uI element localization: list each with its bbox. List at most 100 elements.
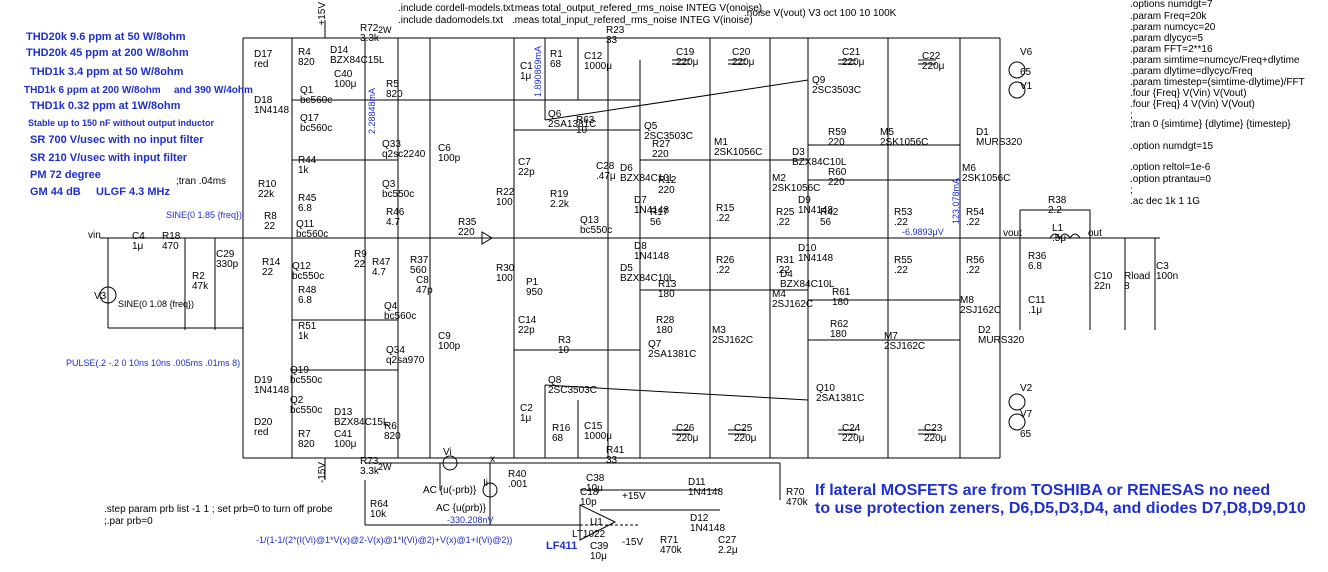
component-ref: R60 bbox=[828, 167, 847, 178]
component-r53: R53.22 bbox=[894, 208, 912, 228]
component-ref: M3 bbox=[712, 325, 726, 336]
component-ref: R30 bbox=[496, 263, 515, 274]
component-ref: R59 bbox=[828, 127, 847, 138]
component-ref: R40 bbox=[508, 469, 527, 480]
note-stable: Stable up to 150 nF without output induc… bbox=[28, 118, 214, 128]
directive-r14: .option ptrantau=0 bbox=[1130, 174, 1211, 185]
tran-note: ;tran .04ms bbox=[176, 176, 227, 187]
component-ref: Q4 bbox=[384, 301, 398, 312]
component-value: 100p bbox=[438, 341, 461, 352]
component-value: 22n bbox=[1094, 281, 1111, 292]
probe-formula: -1/(1-1/(2*(I(Vi)@1*V(x)@2-V(x)@1*I(Vi)@… bbox=[256, 535, 513, 545]
component-ref: D17 bbox=[254, 49, 273, 60]
meas-offset: -6.9893μV bbox=[902, 227, 944, 237]
component-value: 100n bbox=[1156, 271, 1179, 282]
component-value: 1N4148 bbox=[634, 205, 670, 216]
component-value: bc560c bbox=[300, 95, 333, 106]
component-value: BZX84C15L bbox=[334, 417, 389, 428]
component-value: .22 bbox=[966, 265, 980, 276]
directive-r4: .param FFT=2**16 bbox=[1130, 44, 1213, 55]
component-ref: R54 bbox=[966, 207, 985, 218]
net-out: out bbox=[1088, 228, 1102, 239]
rail-neg-small: -15V bbox=[622, 537, 644, 548]
net-x: x bbox=[490, 454, 495, 465]
component-ref: R19 bbox=[550, 189, 569, 200]
component-value: 100 bbox=[496, 197, 513, 208]
component-value: BZX84C10L bbox=[620, 273, 675, 284]
component-ref: D10 bbox=[798, 243, 817, 254]
component-ref: D20 bbox=[254, 417, 273, 428]
note-sr-no-filter: SR 700 V/usec with no input filter bbox=[30, 134, 204, 146]
note-thd1k-1w: THD1k 0.32 ppm at 1W/8ohm bbox=[30, 100, 181, 112]
component-value: 820 bbox=[384, 431, 401, 442]
step-note: .step param prb list -1 1 ; set prb=0 to… bbox=[104, 504, 333, 515]
component-value: bc550c bbox=[580, 225, 613, 236]
component-ref: C12 bbox=[584, 51, 603, 62]
component-ref: D8 bbox=[634, 241, 647, 252]
component-value: 2SK1056C bbox=[880, 137, 929, 148]
component-value: 330p bbox=[216, 259, 239, 270]
component-ref: C24 bbox=[842, 423, 861, 434]
component-value: 10 bbox=[558, 345, 570, 356]
component-ref: M8 bbox=[960, 295, 974, 306]
component-r26: R26.22 bbox=[716, 256, 734, 276]
component-value: 820 bbox=[298, 57, 315, 68]
meas-q6-current: 1.890869mA bbox=[533, 46, 543, 98]
component-value: 180 bbox=[832, 297, 849, 308]
component-ref: R61 bbox=[832, 287, 851, 298]
component-value: 820 bbox=[298, 439, 315, 450]
source-pulse: PULSE(.2 -.2 0 10ns 10ns .005ms .01ms 8) bbox=[66, 358, 241, 368]
component-value: 220 bbox=[458, 227, 475, 238]
component-ref: R17 bbox=[650, 207, 669, 218]
note-sr-filter: SR 210 V/usec with input filter bbox=[30, 152, 188, 164]
component-value: bc560c bbox=[300, 123, 333, 134]
component-ref: R37 bbox=[410, 255, 429, 266]
component-value: 1k bbox=[298, 165, 309, 176]
directive-r0: .options numdgt=7 bbox=[1130, 0, 1213, 10]
component-ref: R13 bbox=[658, 279, 677, 290]
directive-r12: .option numdgt=15 bbox=[1130, 141, 1214, 152]
component-ref: C23 bbox=[924, 423, 943, 434]
component-ref: Q3 bbox=[382, 179, 396, 190]
component-ref: C26 bbox=[676, 423, 695, 434]
component-ref: Q19 bbox=[290, 365, 309, 376]
component-value: 1μ bbox=[520, 413, 532, 424]
opamp-ref: U1 bbox=[590, 517, 603, 528]
component-value: 2SC3503C bbox=[812, 85, 861, 96]
meas-noise: -330.208nV bbox=[447, 515, 494, 525]
